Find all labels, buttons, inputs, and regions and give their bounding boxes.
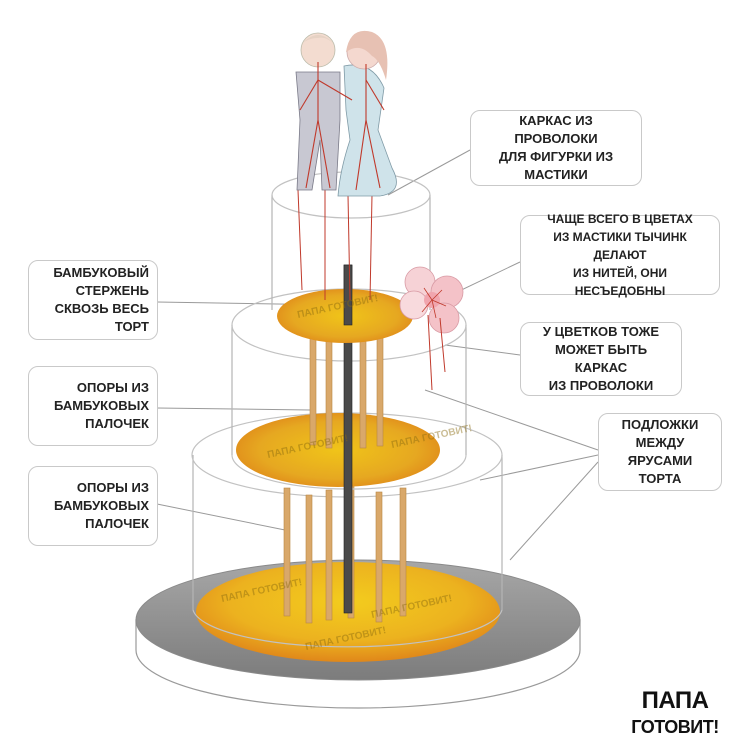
figure-wires [297, 189, 373, 301]
couple-figurine [295, 30, 397, 197]
brand-line-1: ПАПА [641, 687, 709, 714]
middle-board [236, 413, 440, 487]
brand-line-2: ГОТОВИТ! [631, 717, 719, 737]
brand-logo: ПАПА ГОТОВИТ! [620, 662, 730, 750]
callout-flower-wire: У ЦВЕТКОВ ТОЖЕ МОЖЕТ БЫТЬ КАРКАС ИЗ ПРОВ… [520, 322, 682, 396]
flower-decoration [399, 266, 464, 391]
callout-stamens: ЧАЩЕ ВСЕГО В ЦВЕТАХ ИЗ МАСТИКИ ТЫЧИНК ДЕ… [520, 212, 720, 298]
callout-supports-lower: ОПОРЫ ИЗ БАМБУКОВЫХ ПАЛОЧЕК [28, 466, 158, 546]
callout-wire-frame-figure: КАРКАС ИЗ ПРОВОЛОКИ ДЛЯ ФИГУРКИ ИЗ МАСТИ… [470, 110, 642, 186]
callout-supports-upper: ОПОРЫ ИЗ БАМБУКОВЫХ ПАЛОЧЕК [28, 366, 158, 446]
callout-boards: ПОДЛОЖКИ МЕЖДУ ЯРУСАМИ ТОРТА [598, 413, 722, 491]
callout-bamboo-rod: БАМБУКОВЫЙ СТЕРЖЕНЬ СКВОЗЬ ВЕСЬ ТОРТ [28, 260, 158, 340]
